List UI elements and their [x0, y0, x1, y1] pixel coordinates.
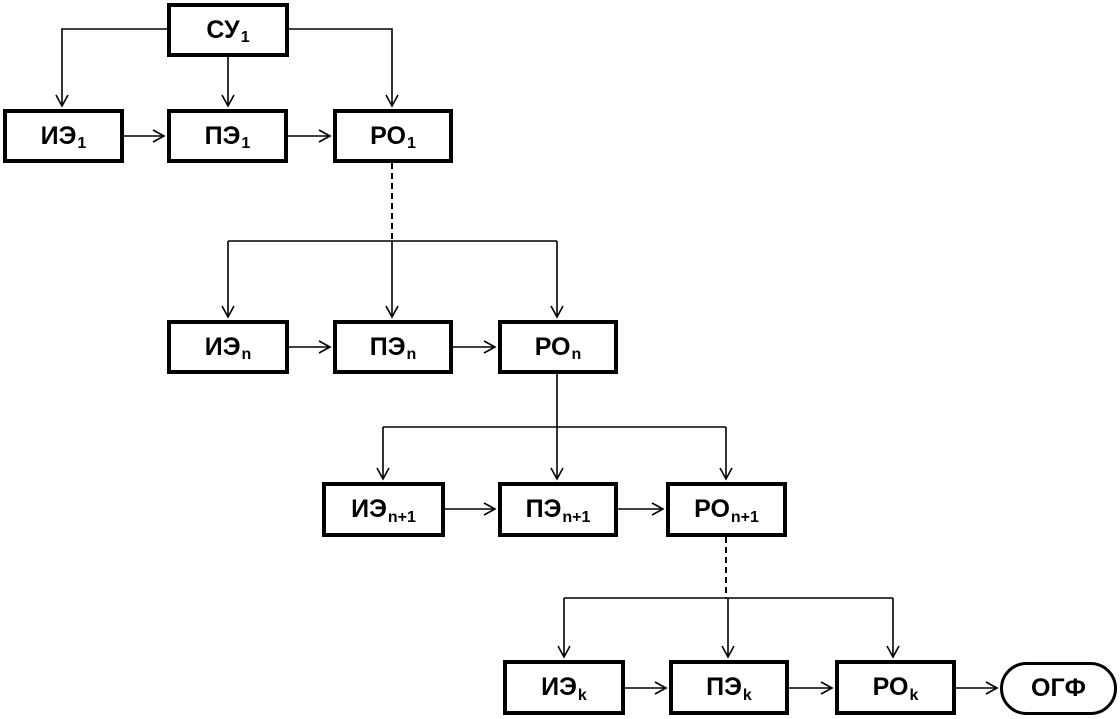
edge-su1-ie1 [55, 28, 167, 108]
node-pen-sub: n [406, 346, 417, 363]
terminal-ogf: ОГФ [1000, 662, 1117, 715]
node-ron-sub: n [571, 346, 582, 363]
node-iek-sub: k [577, 686, 587, 704]
node-pen1-label: ПЭ [525, 495, 562, 523]
node-ron1-sub: n+1 [730, 508, 759, 526]
node-ien1-sub: n+1 [387, 508, 416, 526]
node-pen1-sub: n+1 [562, 508, 591, 526]
node-ien1-label: ИЭ [351, 495, 387, 523]
node-pe1-sub: 1 [241, 135, 251, 152]
node-ro1-sub: 1 [406, 135, 416, 152]
node-ron-label: РО [534, 332, 571, 361]
node-ie1-sub: 1 [77, 135, 87, 152]
node-su1-label: СУ [206, 15, 240, 44]
node-pek-label: ПЭ [706, 673, 742, 701]
terminal-ogf-label: ОГФ [1031, 674, 1086, 702]
node-pe1-label: ПЭ [204, 121, 241, 150]
node-ie1-label: ИЭ [40, 121, 77, 150]
node-su1-sub: 1 [240, 29, 250, 46]
node-ron1-label: РО [694, 495, 730, 523]
node-ro1-label: РО [370, 121, 406, 150]
node-pen-label: ПЭ [369, 332, 406, 361]
node-ien-label: ИЭ [204, 332, 241, 361]
node-pek-sub: k [742, 686, 752, 704]
node-rok-sub: k [909, 686, 919, 704]
node-iek-label: ИЭ [541, 673, 577, 701]
edge-su1-ro1 [289, 28, 399, 108]
node-rok-label: РО [872, 673, 909, 701]
node-ien-sub: n [241, 346, 252, 363]
